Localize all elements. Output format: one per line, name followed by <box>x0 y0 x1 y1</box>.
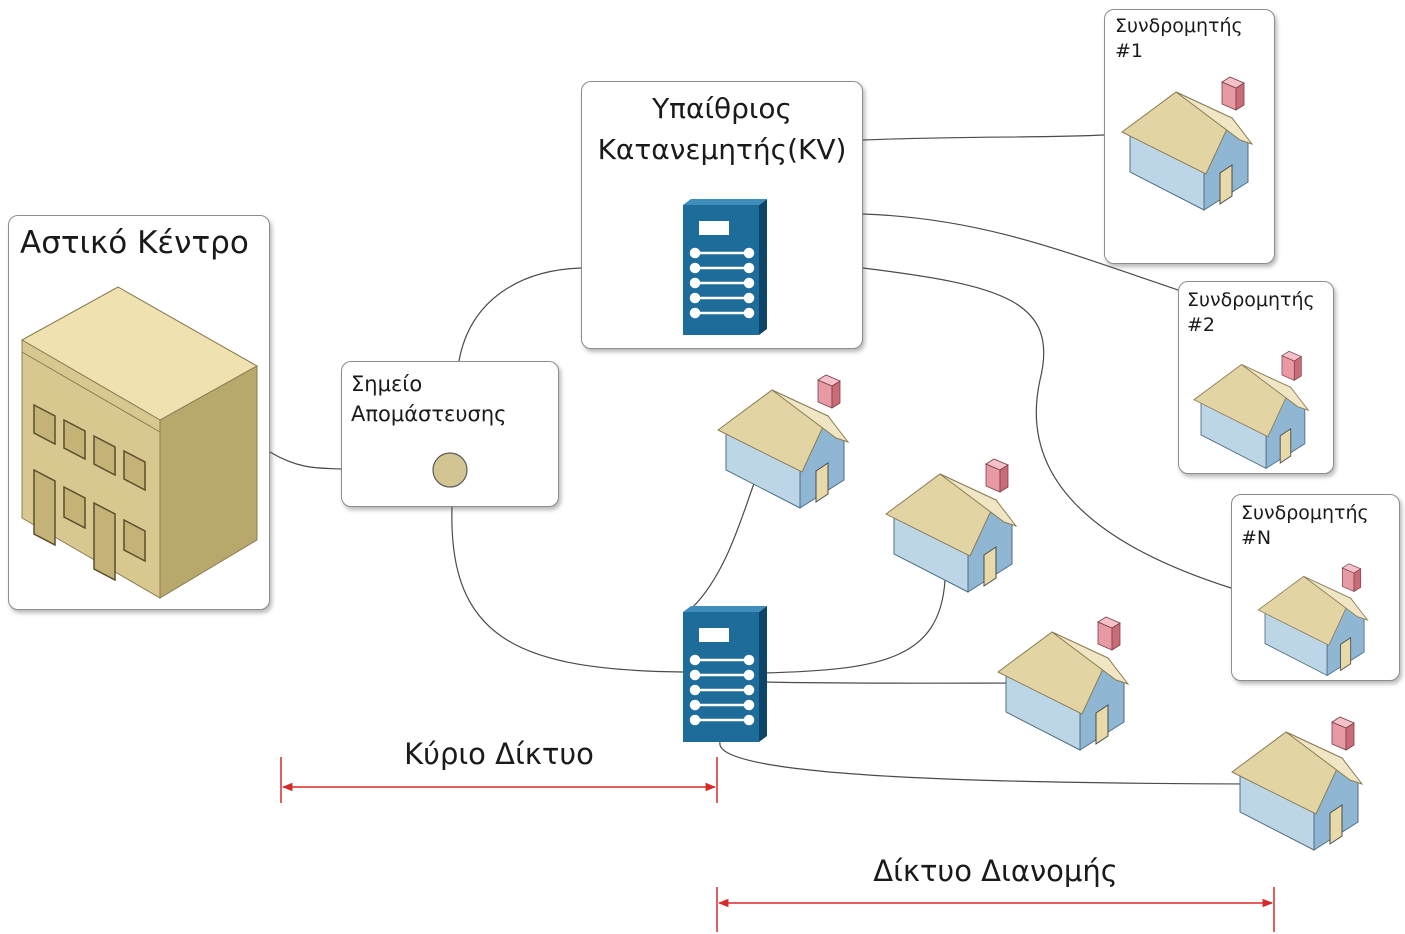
link-demarcation-street-cabinet <box>451 506 684 673</box>
outdoor-cabinet-line1: Υπαίθριος <box>652 92 792 125</box>
link-demarcation-cabinet <box>458 267 582 362</box>
house-1-icon <box>717 374 849 509</box>
street-cabinet-icon <box>681 604 769 744</box>
subscriber-n-house-icon <box>1257 563 1368 676</box>
demarcation-point-icon <box>432 452 468 488</box>
subscriber-2-number: #2 <box>1187 314 1216 336</box>
link-cabinet-subscriber2 <box>862 213 1179 291</box>
subscriber-1-house-icon <box>1121 76 1253 211</box>
link-street-cabinet-house2 <box>762 579 946 674</box>
distribution-network-label: Δίκτυο Διανομής <box>873 854 1118 888</box>
urban-center-title: Αστικό Κέντρο <box>20 225 249 261</box>
demarcation-point-line2: Απομάστευσης <box>351 402 507 426</box>
subscriber-1-number: #1 <box>1115 40 1144 62</box>
urban-building-icon <box>20 286 259 599</box>
outdoor-cabinet-icon <box>681 197 769 337</box>
link-cabinet-subscriber1 <box>862 134 1105 141</box>
subscriber-n-number: #N <box>1241 527 1272 549</box>
link-building-demarcation <box>269 451 342 470</box>
subscriber-1-label: Συνδρομητής <box>1115 15 1243 37</box>
subscriber-2-house-icon <box>1193 350 1309 469</box>
distribution-network-dimension <box>716 887 1275 932</box>
main-network-dimension <box>280 757 718 803</box>
subscriber-n-label: Συνδρομητής <box>1241 502 1369 524</box>
main-network-label: Κύριο Δίκτυο <box>404 737 594 771</box>
subscriber-2-label: Συνδρομητής <box>1187 289 1315 311</box>
house-2-icon <box>885 458 1017 593</box>
house-4-icon <box>1231 716 1363 851</box>
outdoor-cabinet-line2: Κατανεμητής(KV) <box>597 133 847 166</box>
house-3-icon <box>997 616 1129 751</box>
link-street-cabinet-house4 <box>719 741 1293 785</box>
demarcation-point-line1: Σημείο <box>351 372 423 396</box>
link-cabinet-subscriberN <box>862 267 1232 589</box>
